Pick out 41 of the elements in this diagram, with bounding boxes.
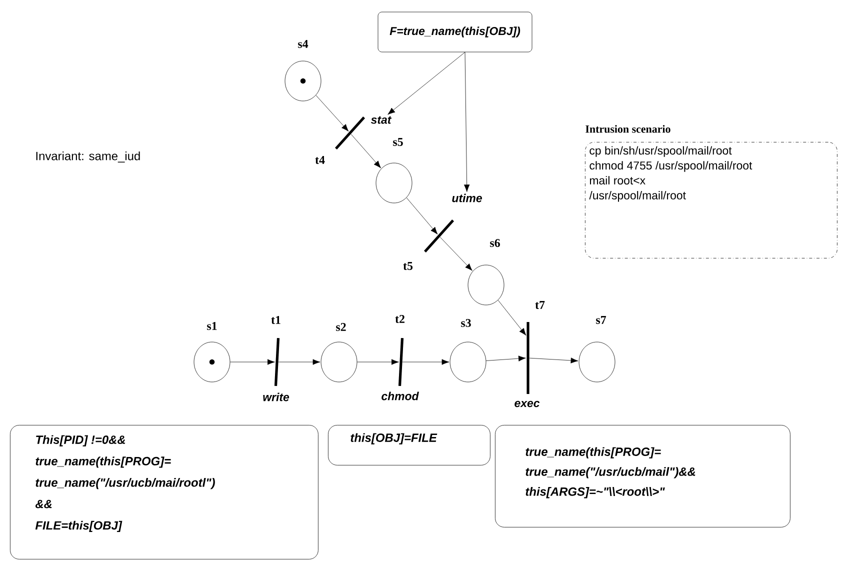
- node-label: s5: [393, 138, 403, 146]
- node-label: t5: [403, 262, 413, 270]
- node-label: t7: [535, 301, 545, 309]
- node-label: chmod 4755 /usr/spool/mail/root: [590, 161, 752, 172]
- node-label: cp bin/sh/usr/spool/mail/root: [590, 146, 732, 157]
- condition-box: true_name(this[PROG]= true_name("/usr/ucb/mail")&& this[ARGS]=~"\\<root\\>": [495, 425, 790, 528]
- arrow: [529, 358, 578, 364]
- arrow: [316, 95, 349, 132]
- arrow: [230, 359, 275, 365]
- node-label: s3: [461, 318, 471, 327]
- arrow: [357, 359, 399, 365]
- action-label: write: [263, 392, 290, 402]
- scenario-box: cp bin/sh/usr/spool/mail/root chmod 4755 /usr/spool/mail/root mail root<x /usr/spool/mail/root: [585, 142, 838, 258]
- arrow: [464, 52, 470, 192]
- invariant-label: Invariant: same_iud: [36, 151, 140, 163]
- formula-box: F=true_name(this[OBJ]): [378, 12, 532, 52]
- action-label: chmod: [382, 392, 419, 400]
- node-label: s2: [336, 322, 346, 331]
- action-label: stat: [370, 116, 392, 124]
- condition-box: This[PID] !=0&& true_name(this[PROG]= true_name("/usr/ucb/mai/rootl") && FILE=this[OBJ]: [10, 425, 318, 560]
- arrow: [498, 300, 526, 336]
- arrow: [402, 359, 450, 365]
- action-label: exec: [514, 400, 540, 408]
- node-label: s7: [596, 316, 606, 324]
- node-label: t4: [315, 156, 325, 164]
- box-heading: Intrusion scenario: [586, 125, 670, 133]
- arrow: [350, 134, 381, 168]
- node-label: t2: [395, 314, 404, 323]
- node-label: s6: [490, 238, 500, 247]
- node-label: mail root<x: [590, 176, 646, 184]
- node-label: t1: [271, 316, 280, 324]
- arrow: [278, 359, 320, 365]
- action-label: utime: [452, 194, 482, 202]
- condition-box: this[OBJ]=FILE: [328, 425, 490, 466]
- node-label: s4: [298, 40, 308, 48]
- arrow: [440, 236, 472, 271]
- node-label: /usr/spool/mail/root: [589, 191, 686, 202]
- node-label: s1: [207, 322, 217, 330]
- arrow: [486, 356, 526, 362]
- arrow: [406, 198, 438, 234]
- arrow: [388, 52, 466, 115]
